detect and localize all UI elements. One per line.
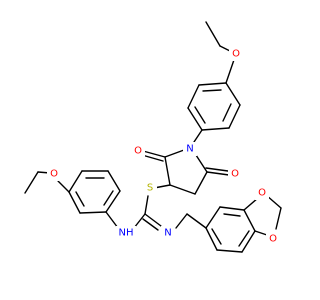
bond (107, 170, 121, 192)
bond (141, 154, 164, 162)
bond (68, 191, 81, 214)
bond (24, 171, 39, 194)
n-imine-label: N (164, 228, 171, 239)
bond (164, 156, 171, 186)
molecule-structure: N O O O O S NH N O O (24, 21, 282, 253)
left-ethoxyphenyl (24, 170, 121, 229)
bond (103, 190, 114, 206)
bond (205, 167, 229, 172)
s-thio-label: S (147, 183, 153, 194)
bond (68, 170, 83, 193)
bond (206, 171, 230, 176)
molecule-drawing: N O O O O S NH N O O (24, 21, 282, 253)
bond (144, 195, 149, 215)
bond (187, 84, 200, 109)
bond (186, 213, 207, 229)
bond (205, 206, 221, 229)
nh-amine-label: NH (119, 228, 134, 239)
bond (75, 191, 85, 207)
o-dioxole-bottom-label: O (269, 234, 277, 245)
bond (238, 230, 250, 247)
bond (79, 211, 107, 214)
bond (241, 230, 256, 253)
bond (169, 184, 196, 195)
bond (198, 82, 227, 86)
bond (223, 213, 241, 217)
bond (175, 213, 188, 229)
bond (228, 104, 241, 129)
bond (142, 150, 166, 158)
bond (205, 21, 221, 47)
bond (105, 211, 119, 229)
bond (201, 127, 230, 131)
bond (164, 149, 185, 158)
o-carbonyl-left-label: O (134, 146, 142, 157)
bond (219, 206, 245, 211)
bond (187, 107, 203, 131)
bond (194, 171, 208, 195)
bond (225, 82, 241, 106)
top-ethoxyphenyl (187, 21, 241, 149)
bond (144, 213, 162, 227)
bond (205, 227, 218, 251)
bond (133, 213, 146, 229)
bond (57, 180, 70, 193)
o-dioxole-top-label: O (258, 188, 266, 199)
bond (275, 207, 282, 230)
o-carbonyl-right-label: O (231, 169, 239, 180)
atom-labels: N O O O O S NH N O O (47, 47, 280, 246)
bond (194, 106, 206, 124)
bond (202, 89, 222, 92)
isothiourea-core (133, 195, 207, 231)
bond (142, 218, 159, 231)
bond (243, 209, 256, 232)
bond (211, 228, 222, 245)
bond (222, 103, 232, 122)
bond (105, 190, 121, 213)
bond (216, 249, 243, 253)
o-ether-top-label: O (232, 49, 240, 60)
o-ether-left-label: O (50, 169, 58, 180)
n-ring-label: N (186, 144, 193, 155)
